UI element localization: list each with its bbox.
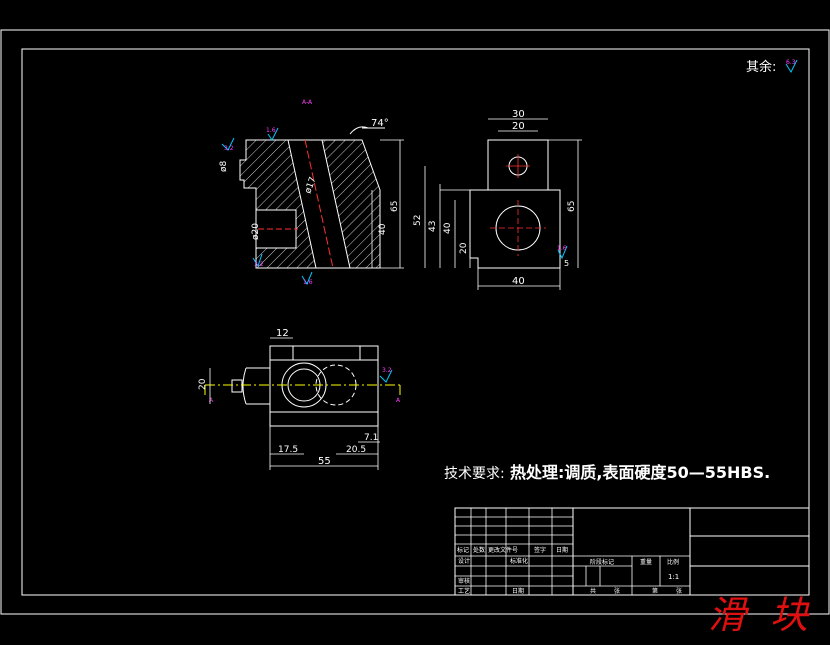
svg-text:6.3: 6.3 — [786, 59, 796, 66]
roughness-note: 其余: — [746, 59, 776, 75]
dim-h65-side: 65 — [567, 201, 577, 212]
section-view: 74° ø17 ø20 ø8 40 65 1.6 3.2 3.2 1.6 — [219, 118, 404, 286]
dim-w7-1: 7.1 — [364, 433, 378, 443]
svg-text:设计: 设计 — [458, 557, 470, 565]
svg-text:审核: 审核 — [458, 577, 470, 585]
outer-border — [0, 29, 830, 615]
svg-text:标准化: 标准化 — [510, 557, 528, 565]
section-label: A-A — [302, 99, 313, 106]
roughness-symbol: 3.2 — [379, 367, 393, 383]
title-block: 标记 处数 更改文件号 签字 日期 设计 标准化 审核 工艺 日期 阶段标记 重… — [454, 507, 810, 596]
svg-text:共: 共 — [590, 587, 596, 595]
svg-text:第: 第 — [652, 587, 658, 595]
dim-h40-side: 40 — [443, 222, 453, 234]
side-outline — [469, 139, 561, 269]
dim-h43: 43 — [428, 221, 438, 232]
svg-text:日期: 日期 — [512, 587, 524, 595]
dim-h40-section: 40 — [378, 223, 388, 235]
dim-d8: ø8 — [219, 160, 229, 172]
cutting-plane-label-right: A — [396, 397, 401, 404]
watermark-title: 滑块 — [708, 593, 830, 637]
tech-requirement-main: 热处理:调质,表面硬度50—55HBS. — [510, 463, 770, 482]
svg-text:标记: 标记 — [457, 546, 469, 554]
svg-text:重量: 重量 — [640, 558, 652, 566]
roughness-symbol: 1.6 — [266, 127, 279, 141]
svg-text:3.2: 3.2 — [382, 367, 392, 374]
dim-w20: 20 — [512, 121, 525, 132]
svg-text:日期: 日期 — [556, 546, 568, 554]
svg-text:1:1: 1:1 — [668, 573, 679, 581]
svg-text:工艺: 工艺 — [458, 587, 470, 595]
top-view: A A 12 20 17.5 20.5 7.1 55 3.2 — [198, 328, 401, 470]
svg-text:更改文件号: 更改文件号 — [488, 546, 518, 554]
dim-h20: 20 — [459, 242, 469, 254]
roughness-symbol: 3.2 — [252, 253, 264, 268]
cutting-plane-label-left: A — [209, 397, 214, 404]
dim-h5: 5 — [564, 259, 569, 268]
dim-d20: ø20 — [251, 223, 261, 240]
roughness-symbol: 3.2 — [221, 137, 235, 152]
inclined-hole — [287, 139, 351, 269]
svg-text:签字: 签字 — [534, 546, 546, 554]
svg-text:3.2: 3.2 — [254, 261, 264, 268]
roughness-symbol: 1.6 — [557, 245, 568, 260]
roughness-symbol-general: 6.3 — [785, 59, 798, 74]
svg-text:处数: 处数 — [473, 546, 485, 554]
side-view: 30 20 52 43 40 20 65 40 5 1.6 — [413, 109, 582, 290]
svg-text:1.6: 1.6 — [557, 245, 567, 252]
dim-w20-5: 20.5 — [346, 445, 366, 455]
svg-text:阶段标记: 阶段标记 — [590, 558, 614, 566]
svg-text:1.6: 1.6 — [266, 127, 276, 134]
dim-w17-5: 17.5 — [278, 445, 298, 455]
angle-dim: 74° — [371, 118, 389, 129]
top-outline — [269, 345, 379, 427]
dim-h20-top: 20 — [198, 378, 208, 390]
svg-text:比例: 比例 — [667, 558, 679, 566]
dim-w40: 40 — [512, 276, 525, 287]
dim-w12: 12 — [276, 328, 289, 339]
dim-w30: 30 — [512, 109, 525, 120]
roughness-symbol: 1.6 — [301, 271, 313, 286]
inner-border — [21, 48, 810, 596]
svg-text:张: 张 — [614, 587, 620, 595]
tech-requirement-prefix: 技术要求: — [444, 466, 505, 482]
svg-text:1.6: 1.6 — [303, 279, 313, 286]
dim-h52: 52 — [413, 215, 423, 226]
svg-text:3.2: 3.2 — [224, 145, 234, 152]
svg-text:张: 张 — [676, 587, 682, 595]
dim-w55: 55 — [318, 456, 331, 467]
dim-h65-section: 65 — [390, 201, 400, 212]
